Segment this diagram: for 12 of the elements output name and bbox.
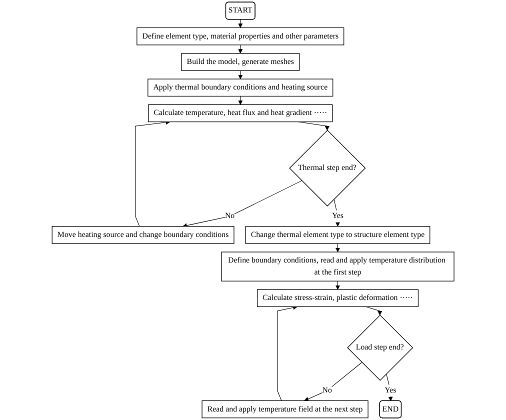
arrow: [276, 305, 298, 401]
arrow: [238, 44, 243, 54]
arrow: [135, 120, 170, 227]
arrow: [238, 96, 243, 105]
arrow: [366, 306, 382, 316]
arrow: [298, 122, 330, 130]
arrow: [335, 243, 340, 252]
arrow: [304, 362, 362, 402]
arrow: [335, 280, 340, 290]
arrow: [238, 19, 243, 28]
arrow: [238, 70, 243, 80]
arrow: [182, 180, 302, 228]
